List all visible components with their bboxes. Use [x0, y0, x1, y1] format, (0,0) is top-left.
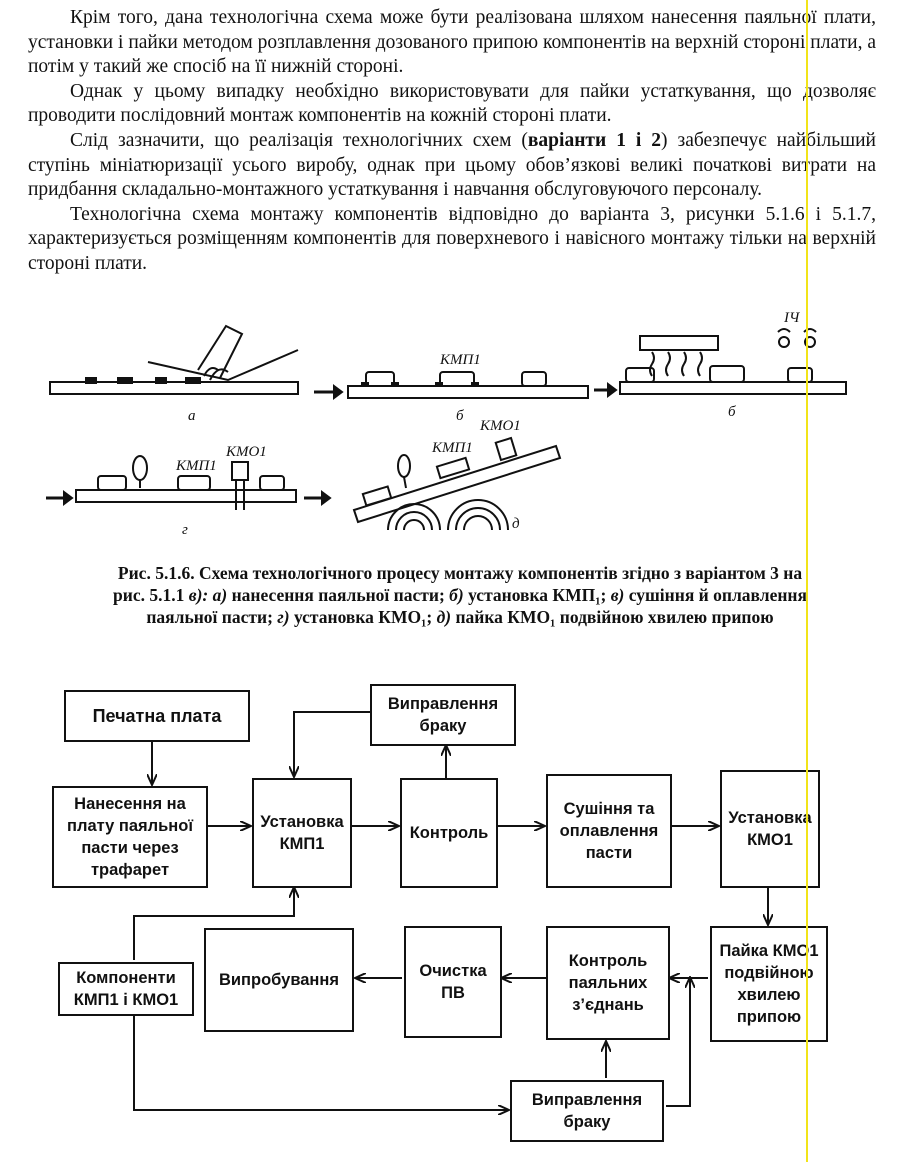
- caption-line-2-letter: в): а): [188, 585, 228, 605]
- label-e: д: [512, 516, 520, 532]
- label-kmp1-e: КМП1: [432, 440, 473, 456]
- box-install-kmp: Установка КМП1: [252, 778, 352, 888]
- body-text: Крім того, дана технологічна схема може …: [28, 6, 876, 277]
- box-pcb: Печатна плата: [64, 690, 250, 742]
- box-dry-melt: Сушіння та оплавлення пасти: [546, 774, 672, 888]
- paragraph-3: Слід зазначити, що реалізація технологіч…: [28, 129, 876, 203]
- label-d: г: [182, 522, 188, 538]
- flowchart: Печатна плата Нанесення на плату паяльно…: [0, 660, 908, 1160]
- label-b: б: [456, 408, 464, 424]
- caption-line-3: паяльної пасти; г) установка КМО₁; д) па…: [40, 606, 880, 628]
- caption-line-3-start: паяльної пасти;: [146, 607, 278, 627]
- step-b-drawing: [347, 371, 589, 399]
- label-kmp1-b: КМП1: [440, 352, 481, 368]
- step-d-drawing: [75, 455, 297, 510]
- box-components: Компоненти КМП1 і КМО1: [58, 962, 194, 1016]
- caption-line-2: рис. 5.1.1 в): а) нанесення паяльної пас…: [40, 584, 880, 606]
- caption-c-text: сушіння й оплавлення: [624, 585, 807, 605]
- caption-g-text: установка КМО₁;: [289, 607, 437, 627]
- process-figure: а б б г д КМП1 ІЧ КМП1 КМО1 КМП1 КМО1: [28, 300, 848, 540]
- caption-g-letter: г): [277, 607, 290, 627]
- step-e-drawing: [352, 436, 562, 531]
- box-fix-defects-bottom: Виправлення браку: [510, 1080, 664, 1142]
- figure-caption: Рис. 5.1.6. Схема технологічного процесу…: [40, 562, 880, 628]
- label-kmp1-d: КМП1: [176, 458, 217, 474]
- caption-c-letter: в): [610, 585, 625, 605]
- box-install-kmo: Установка КМО1: [720, 770, 820, 888]
- paragraph-1: Крім того, дана технологічна схема може …: [28, 7, 876, 78]
- label-a: а: [188, 408, 196, 424]
- label-c: б: [728, 404, 736, 420]
- caption-line-2-text: нанесення паяльної пасти;: [227, 585, 450, 605]
- caption-d-text: пайка КМО₁ подвійною хвилею припою: [451, 607, 774, 627]
- box-testing: Випробування: [204, 928, 354, 1032]
- label-kmo1-e: КМО1: [480, 418, 521, 434]
- box-fix-defects-top: Виправлення браку: [370, 684, 516, 746]
- caption-b-letter: б): [449, 585, 464, 605]
- flowchart-arrows: [133, 711, 908, 1160]
- caption-b-text: установка КМП₁;: [463, 585, 611, 605]
- box-control: Контроль: [400, 778, 498, 888]
- paragraph-4: Технологічна схема монтажу компонентів в…: [28, 203, 876, 274]
- box-cleaning: Очистка ПВ: [404, 926, 502, 1038]
- step-c-drawing: [619, 328, 847, 395]
- label-ir: ІЧ: [784, 310, 800, 326]
- yellow-margin-mark: [806, 0, 808, 1162]
- process-figure-drawing: [46, 324, 847, 531]
- label-kmo1-d: КМО1: [226, 444, 267, 460]
- box-solder-kmo: Пайка КМО1 подвійною хвилею припою: [710, 926, 828, 1042]
- box-control-joints: Контроль паяльних з’єднань: [546, 926, 670, 1040]
- caption-line-2-prefix: рис. 5.1.1: [113, 585, 189, 605]
- step-a-drawing: [49, 324, 299, 395]
- caption-line-1: Рис. 5.1.6. Схема технологічного процесу…: [117, 563, 803, 583]
- paragraph-2: Однак у цьому випадку необхідно використ…: [28, 80, 876, 127]
- box-apply-paste: Нанесення на плату паяльної пасти через …: [52, 786, 208, 888]
- paragraph-3-bold: варіанти 1 і 2: [527, 129, 662, 151]
- paragraph-3-end: ) забезпечує найбільший ступінь мініатюр…: [28, 129, 876, 201]
- paragraph-3-start: Слід зазначити, що реалізація технологіч…: [70, 129, 528, 151]
- caption-d-letter: д): [436, 607, 452, 627]
